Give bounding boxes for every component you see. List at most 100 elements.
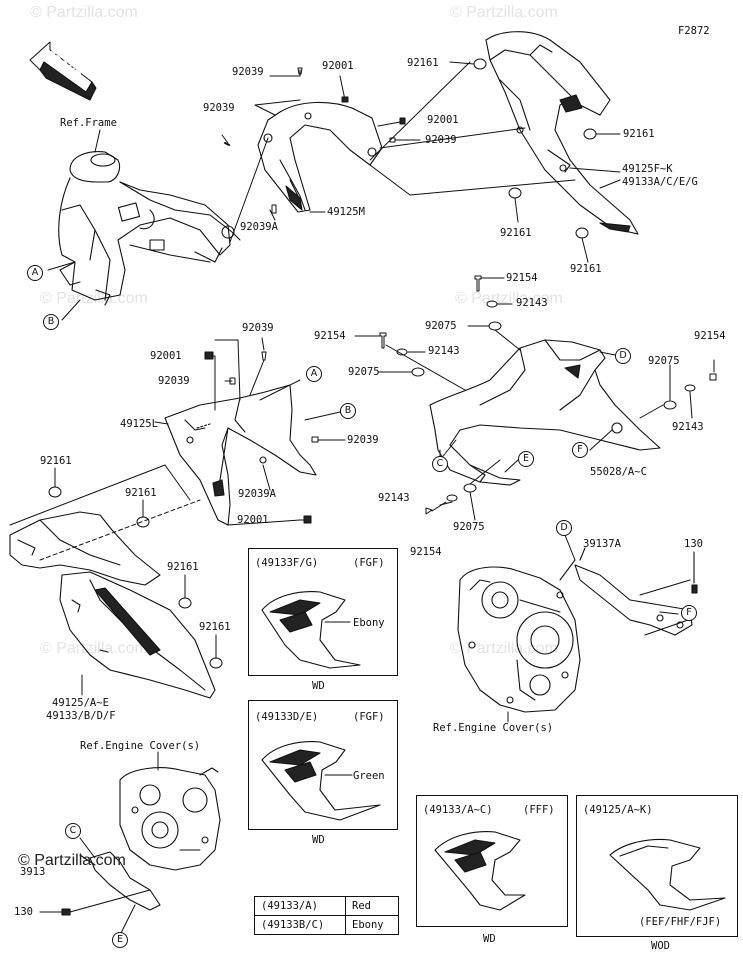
part-label: 92143 [378,492,410,504]
callout-e: E [518,451,534,467]
watermark-bottom: © Partzilla.com [18,852,126,869]
callout-d: D [615,348,631,364]
inset-code: (49133D/E) [255,711,319,723]
inset-spec: (FEF/FHF/FJF) [639,916,722,928]
part-label: 49125F~K [622,163,673,175]
callout-a: A [306,366,322,382]
inset-sketch-fff [434,831,526,911]
front-arrow-icon [29,41,97,101]
part-label: 49133A/C/E/G [622,176,698,188]
watermark: © Partzilla.com [40,290,148,307]
part-label: 92143 [516,297,548,309]
part-label: 92001 [427,114,459,126]
leader-lines-top [221,61,576,243]
callout-f: F [681,605,697,621]
inner-cowl-49125m [257,101,383,213]
callout-b: B [340,403,356,419]
part-label: 49125M [327,206,365,218]
watermark: © Partzilla.com [455,290,563,307]
inset-spec: (FGF) [353,711,385,723]
part-label: 130 [14,906,33,918]
callout-d: D [556,520,572,536]
part-label: 92143 [672,421,704,433]
upper-right-cowl [485,31,639,235]
bracket-left [39,851,161,916]
part-label: 92075 [453,521,485,533]
color-table: (49133/A) Red (49133B/C) Ebony [254,896,399,935]
leader-line [564,534,576,561]
watermark: © Partzilla.com [450,640,558,657]
inset-color: Ebony [353,617,385,629]
part-label: 92001 [322,60,354,72]
inset-color: Green [353,770,385,782]
inset-code: (49125/A~K) [583,804,653,816]
part-label: 92154 [694,330,726,342]
mid-leaders [154,337,346,526]
inset-sketch-fgf1 [261,591,361,669]
lower-left-cowl [9,511,216,699]
ref-engine-cover-left: Ref.Engine Cover(s) [80,740,201,752]
leader-line [94,129,101,153]
part-label: 92161 [125,487,157,499]
callout-c: C [65,823,81,839]
grommet-leaders [54,61,621,659]
part-label: 92039 [242,322,274,334]
table-cell-part: (49133B/C) [254,915,346,935]
lower-right-cowl [429,339,661,486]
part-label: 92039A [240,221,278,233]
inset-spec: (FFF) [523,804,555,816]
part-label: 92039A [238,488,276,500]
part-label: 92001 [150,350,182,362]
ref-frame: Ref.Frame [60,117,117,129]
table-cell-color: Red [345,896,399,916]
inset-box-fgf-green: (49133D/E) (FGF) Green [248,700,398,830]
part-label: 92154 [506,272,538,284]
frame-drawing [58,151,241,306]
part-label: 92039 [158,375,190,387]
part-label: 92161 [570,263,602,275]
part-label: 92039 [425,134,457,146]
leader-line [504,459,519,473]
part-label: 92161 [500,227,532,239]
part-label: 92143 [428,345,460,357]
part-label: 92075 [425,320,457,332]
engine-cover-left [119,767,221,871]
inset-caption: WD [312,680,325,692]
figure-code: F2872 [678,25,710,37]
part-label: 92161 [407,57,439,69]
part-label: 92039 [347,434,379,446]
part-label: 49133/B/D/F [46,710,116,722]
grommets [48,58,597,669]
part-label: 92075 [648,355,680,367]
inset-code: (49133F/G) [255,557,319,569]
part-label: 49125/A~E [52,697,109,709]
inset-caption: WD [312,834,325,846]
part-label: 92001 [237,514,269,526]
watermark: © Partzilla.com [450,4,558,21]
part-label: 92075 [348,366,380,378]
leader-line [119,904,136,936]
table-cell-part: (49133/A) [254,896,346,916]
table-row: (49133/A) Red [254,896,399,916]
part-label: 55028/A~C [590,466,647,478]
table-cell-color: Ebony [345,915,399,935]
inset-box-fgf-ebony: (49133F/G) (FGF) Ebony [248,548,398,676]
callout-a: A [27,265,43,281]
inset-caption: WD [483,933,496,945]
inset-code: (49133/A~C) [423,804,493,816]
part-label: 3913 [20,866,46,878]
callout-c: C [432,456,448,472]
right-hardware [354,275,717,521]
inset-sketch-fgf2 [261,741,381,821]
callout-e: E [112,932,128,948]
lower-left-leaders [9,464,201,561]
inset-box-fef: (49125/A~K) (FEF/FHF/FJF) [576,795,738,937]
part-label: 39137A [583,538,621,550]
leader-line [61,299,81,321]
leader-line [47,261,76,271]
callout-b: B [43,314,59,330]
ref-engine-cover-right: Ref.Engine Cover(s) [433,722,554,734]
part-label: 92154 [410,546,442,558]
